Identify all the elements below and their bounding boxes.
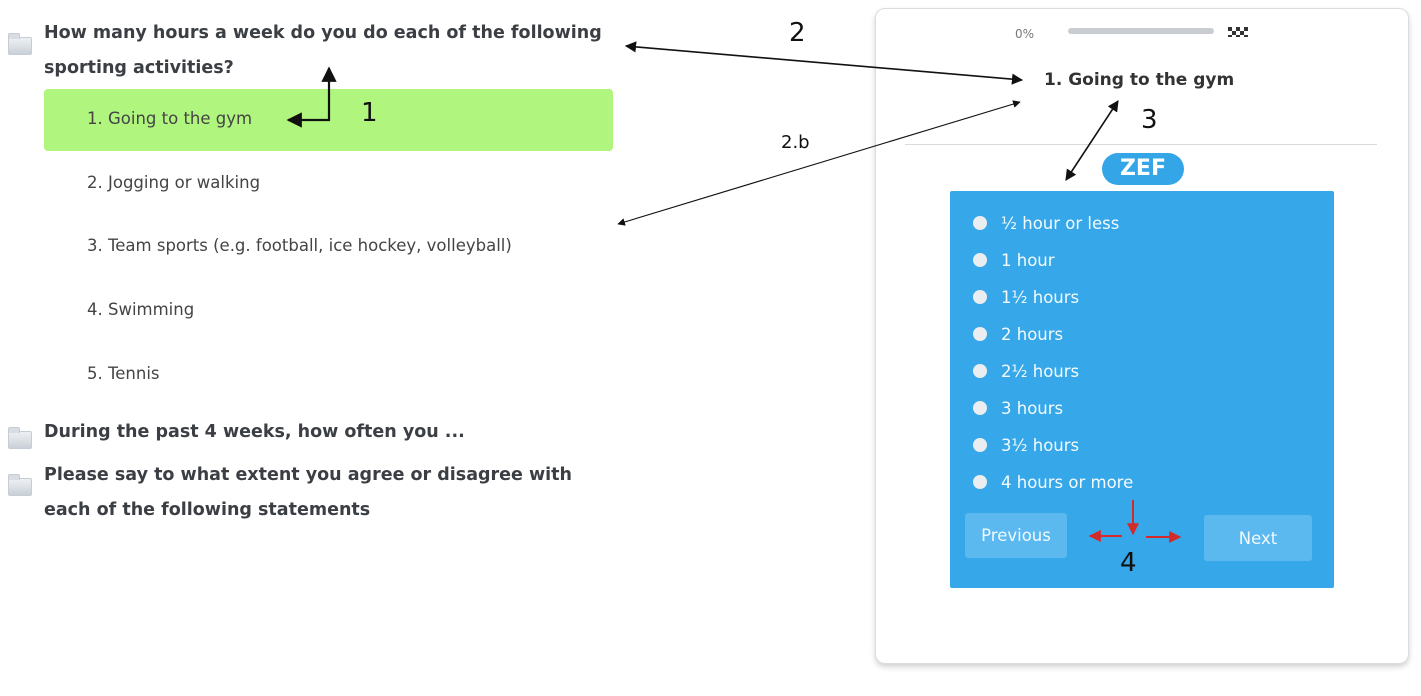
answer-option[interactable]: 2 hours xyxy=(973,322,1063,346)
answer-option[interactable]: 3 hours xyxy=(973,396,1063,420)
annotation-arrow-2 xyxy=(624,41,1024,85)
folder-icon xyxy=(8,427,32,449)
answer-option[interactable]: 1 hour xyxy=(973,248,1055,272)
answer-option-label: 2½ hours xyxy=(1001,361,1080,381)
outline-item-4[interactable]: 4. Swimming xyxy=(87,300,195,319)
divider xyxy=(905,144,1377,145)
progress-bar xyxy=(1068,28,1214,34)
checkered-flag-icon xyxy=(1228,27,1248,37)
answer-option[interactable]: 2½ hours xyxy=(973,359,1079,383)
annotation-label-4: 4 xyxy=(1120,548,1137,578)
preview-question-title: 1. Going to the gym xyxy=(1044,70,1235,90)
annotation-label-3: 3 xyxy=(1141,105,1158,135)
outline-item-2[interactable]: 2. Jogging or walking xyxy=(87,173,261,192)
answer-option[interactable]: 4 hours or more xyxy=(973,470,1133,494)
annotation-label-1: 1 xyxy=(361,98,378,128)
answer-option-label: 1 hour xyxy=(1001,250,1055,270)
answer-option-label: 3 hours xyxy=(1001,398,1064,418)
annotation-arrow-1 xyxy=(286,66,337,128)
answer-option-label: ½ hour or less xyxy=(1001,213,1120,233)
radio-button[interactable] xyxy=(973,401,987,415)
outline-item-1[interactable]: 1. Going to the gym xyxy=(87,109,253,128)
radio-button[interactable] xyxy=(973,290,987,304)
folder-icon xyxy=(8,474,32,496)
answer-option-label: 2 hours xyxy=(1001,324,1064,344)
question-title-2[interactable]: During the past 4 weeks, how often you .… xyxy=(44,422,465,442)
radio-button[interactable] xyxy=(973,327,987,341)
previous-button[interactable]: Previous xyxy=(965,513,1067,558)
answer-option-label: 4 hours or more xyxy=(1001,472,1134,492)
annotation-arrow-2b xyxy=(617,100,1021,226)
radio-button[interactable] xyxy=(973,475,987,489)
radio-button[interactable] xyxy=(973,438,987,452)
folder-icon xyxy=(8,33,32,55)
progress-percent: 0% xyxy=(1015,27,1035,41)
radio-button[interactable] xyxy=(973,364,987,378)
answer-option-label: 1½ hours xyxy=(1001,287,1080,307)
answer-option-label: 3½ hours xyxy=(1001,435,1080,455)
radio-button[interactable] xyxy=(973,253,987,267)
outline-item-3[interactable]: 3. Team sports (e.g. football, ice hocke… xyxy=(87,236,512,255)
question-title-1[interactable]: How many hours a week do you do each of … xyxy=(44,23,602,78)
annotation-label-2b: 2.b xyxy=(781,132,810,153)
question-title-3[interactable]: Please say to what extent you agree or d… xyxy=(44,465,572,520)
next-button[interactable]: Next xyxy=(1204,515,1312,561)
annotation-label-2: 2 xyxy=(789,18,806,48)
annotation-arrow-3 xyxy=(1065,100,1119,181)
outline-item-5[interactable]: 5. Tennis xyxy=(87,364,160,383)
answer-option[interactable]: 3½ hours xyxy=(973,433,1079,457)
answer-option[interactable]: 1½ hours xyxy=(973,285,1079,309)
